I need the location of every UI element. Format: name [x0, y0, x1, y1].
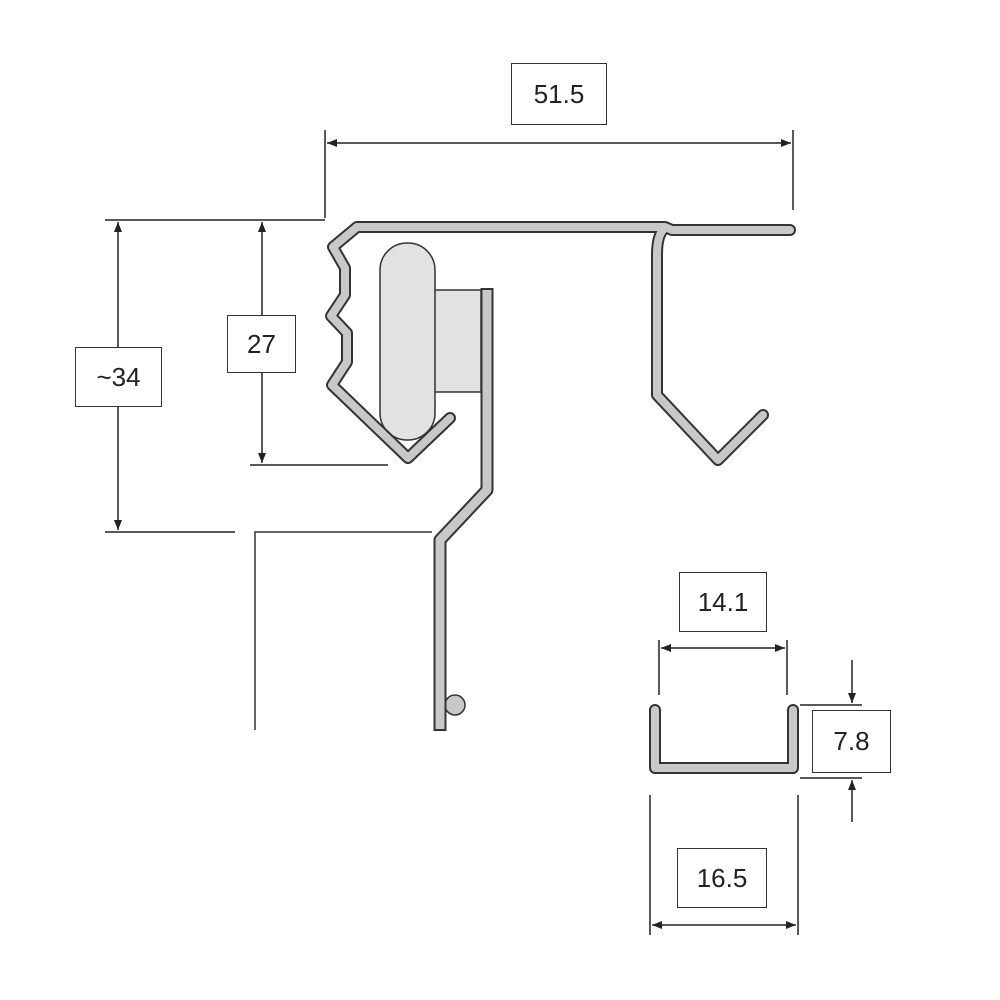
dimension-channel-inner-width: 14.1	[679, 572, 767, 632]
u-channel-profile	[649, 704, 799, 774]
dimension-channel-height: 7.8	[812, 710, 891, 773]
dimension-overall-width: 51.5	[511, 63, 607, 125]
dimension-inner-height: 27	[227, 315, 296, 373]
spacer-block	[432, 289, 482, 393]
clip-profile	[433, 288, 494, 731]
dimension-overall-height: ~34	[75, 347, 162, 407]
wall-outline	[254, 531, 432, 730]
roller	[379, 242, 436, 441]
main-profile	[325, 221, 796, 466]
dimension-channel-outer-width: 16.5	[677, 848, 767, 908]
dimension-lines	[105, 130, 862, 935]
